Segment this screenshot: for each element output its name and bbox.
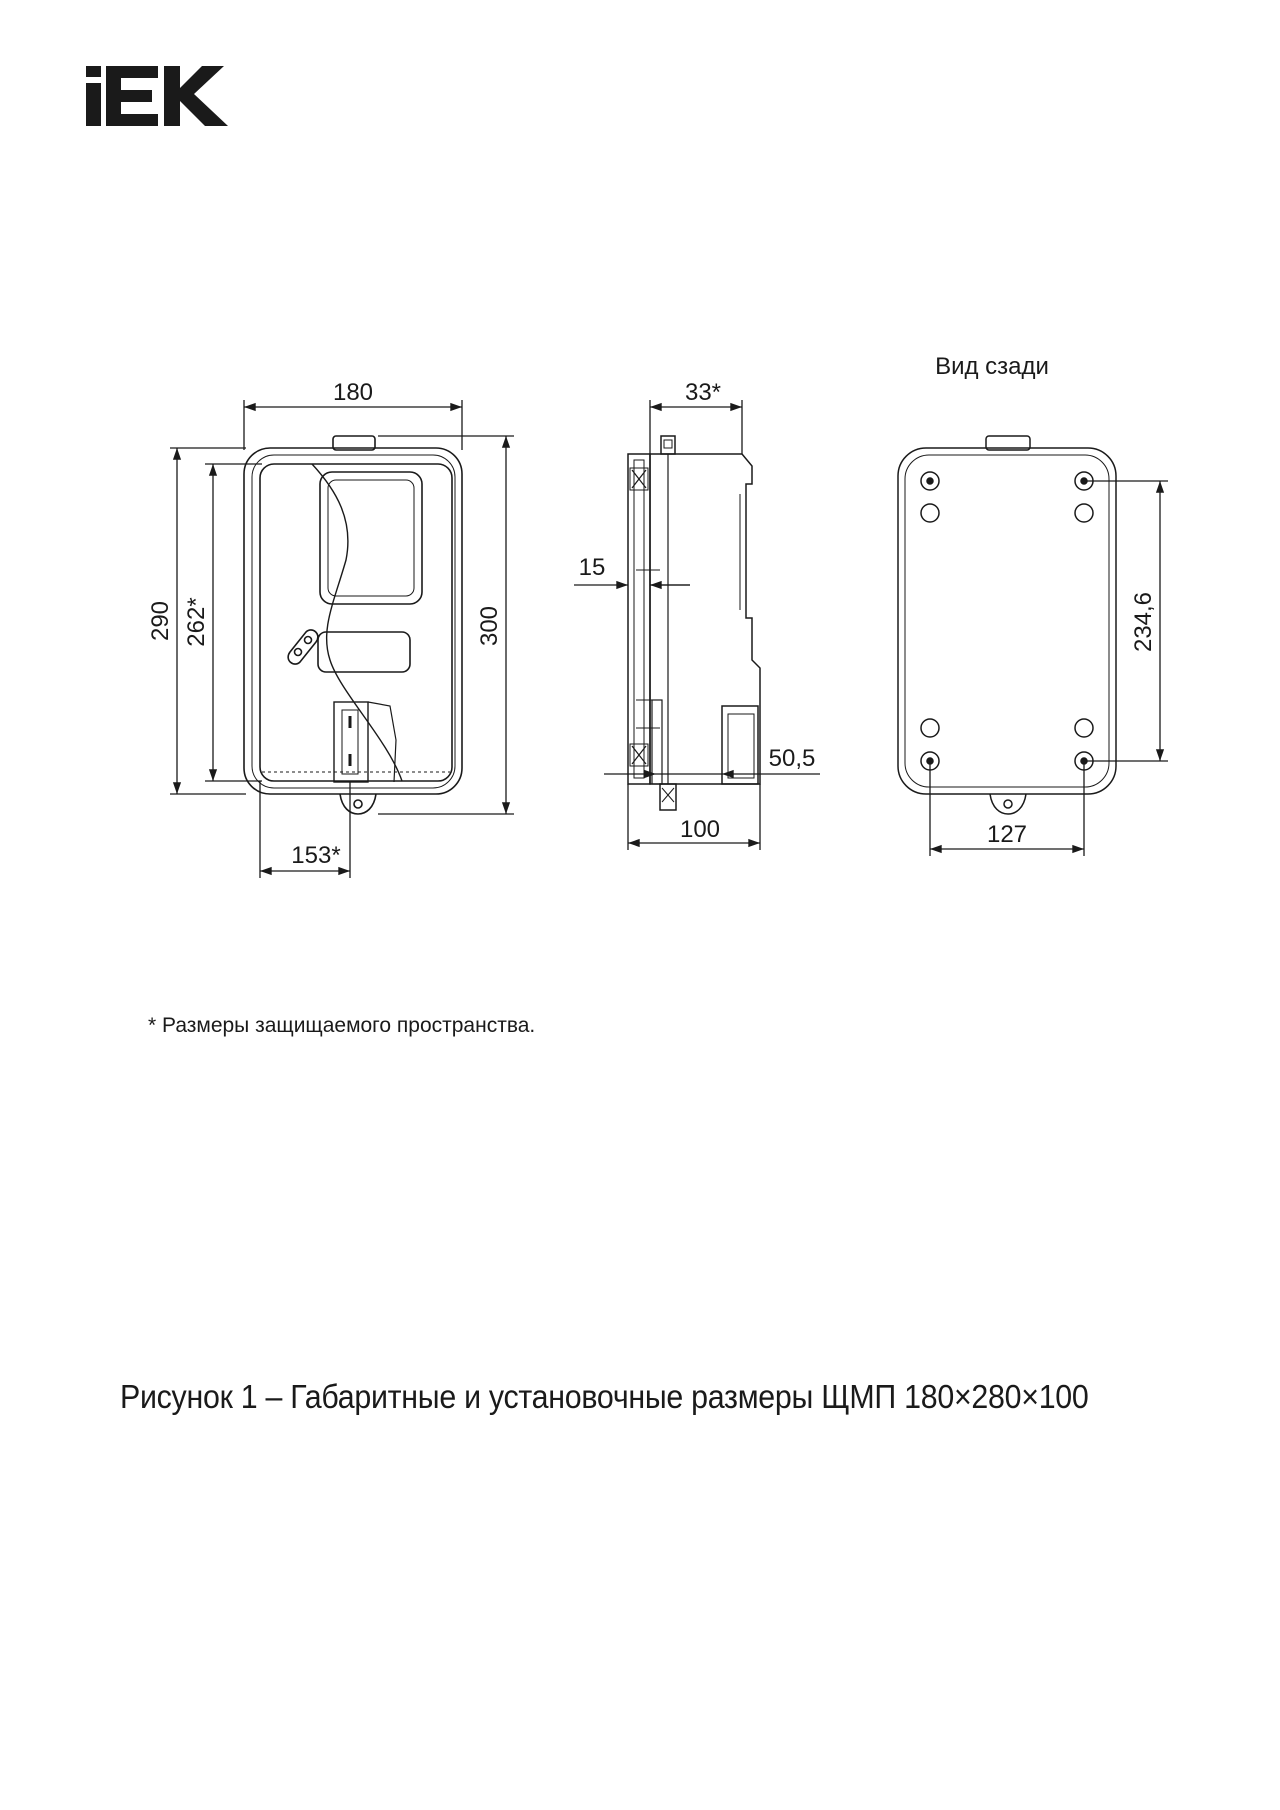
side-view: [627, 435, 761, 811]
width-label: 180: [333, 379, 373, 406]
depth-protected-label: 33*: [685, 379, 721, 406]
back-view-title: Вид сзади: [935, 353, 1049, 380]
height-outer-label: 300: [476, 606, 503, 646]
width-protected-label: 153*: [291, 842, 340, 869]
side-dimensions: [574, 400, 820, 850]
height-protected-label: 262*: [183, 597, 210, 646]
mounting-hole-top-left: [920, 471, 940, 491]
offset-label: 15: [579, 554, 606, 581]
back-dimensions: [929, 480, 1168, 856]
back-view: [897, 435, 1117, 815]
figure-caption: Рисунок 1 – Габаритные и установочные ра…: [120, 1378, 1089, 1415]
inner-label: 50,5: [769, 745, 816, 772]
footnote: * Размеры защищаемого пространства.: [148, 1014, 536, 1037]
front-view: [243, 435, 463, 815]
front-dimensions: [170, 400, 514, 878]
iek-logo: [86, 66, 230, 126]
dimension-drawing: 180 300 290 262* 153*: [147, 353, 1168, 878]
hole-pitch-vertical-label: 234,6: [1130, 592, 1157, 652]
height-label: 290: [147, 601, 174, 641]
depth-label: 100: [680, 816, 720, 843]
hole-pitch-horizontal-label: 127: [987, 821, 1027, 848]
